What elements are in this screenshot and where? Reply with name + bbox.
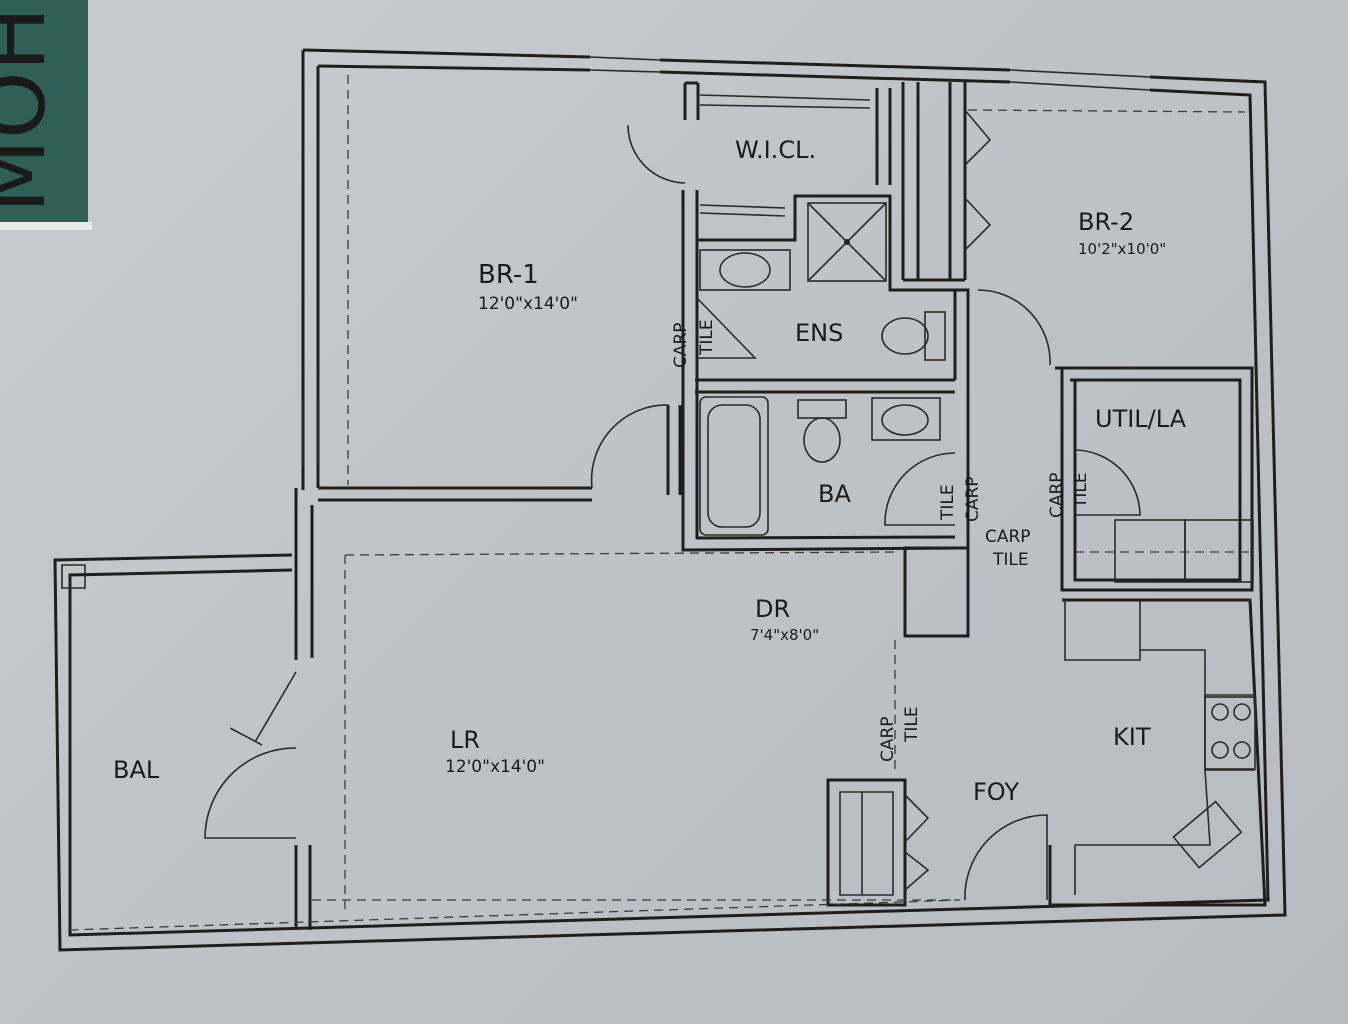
bathtub: [699, 396, 769, 536]
door-swings: [204, 109, 1141, 901]
ba-sink: [871, 397, 941, 441]
carp-mark-util: CARP: [1047, 472, 1067, 518]
ens-name: ENS: [795, 319, 843, 347]
shower: [807, 202, 887, 282]
br2-name: BR-2: [1078, 208, 1134, 236]
range: [1204, 696, 1256, 770]
ba-name: BA: [818, 480, 851, 508]
kitchen-sink: [1172, 800, 1243, 869]
dashed-lines: [69, 75, 1250, 931]
tile-mark-ba: TILE: [938, 484, 958, 521]
tile-mark-ens: TILE: [697, 319, 717, 356]
carp-mark-hall: CARP: [985, 527, 1031, 547]
bal-name: BAL: [113, 756, 160, 784]
kit-name: KIT: [1113, 723, 1151, 751]
carp-mark-dr: CARP: [878, 716, 898, 762]
ens-sink: [719, 252, 771, 288]
fixtures: [699, 202, 1256, 869]
br2-size: 10'2"x10'0": [1078, 240, 1166, 258]
lr-size: 12'0"x14'0": [445, 757, 545, 777]
tile-mark-dr: TILE: [902, 706, 922, 743]
tile-mark-util: TILE: [1071, 472, 1091, 509]
room-labels: BR-1 12'0"x14'0" BR-2 10'2"x10'0" W.I.CL…: [113, 136, 1187, 806]
dr-size: 7'4"x8'0": [750, 626, 819, 644]
lr-name: LR: [450, 726, 480, 754]
interior-walls: [61, 81, 1267, 907]
floor-marks: CARP TILE TILE CARP CARP TILE CARP TILE …: [671, 319, 1091, 762]
foy-name: FOY: [973, 778, 1019, 806]
wicl-name: W.I.CL.: [735, 136, 816, 164]
banner-text: MOH: [0, 7, 65, 214]
carp-mark-ba: CARP: [963, 476, 983, 522]
banner: MOH: [0, 0, 92, 230]
ba-toilet: [803, 417, 841, 463]
util-name: UTIL/LA: [1095, 405, 1187, 433]
outer-walls: [53, 48, 1287, 952]
br1-name: BR-1: [478, 260, 539, 290]
carp-mark-ens: CARP: [671, 322, 691, 368]
dr-name: DR: [755, 595, 790, 623]
br1-size: 12'0"x14'0": [478, 294, 578, 314]
tile-mark-hall: TILE: [992, 550, 1029, 570]
ens-toilet: [881, 317, 929, 355]
